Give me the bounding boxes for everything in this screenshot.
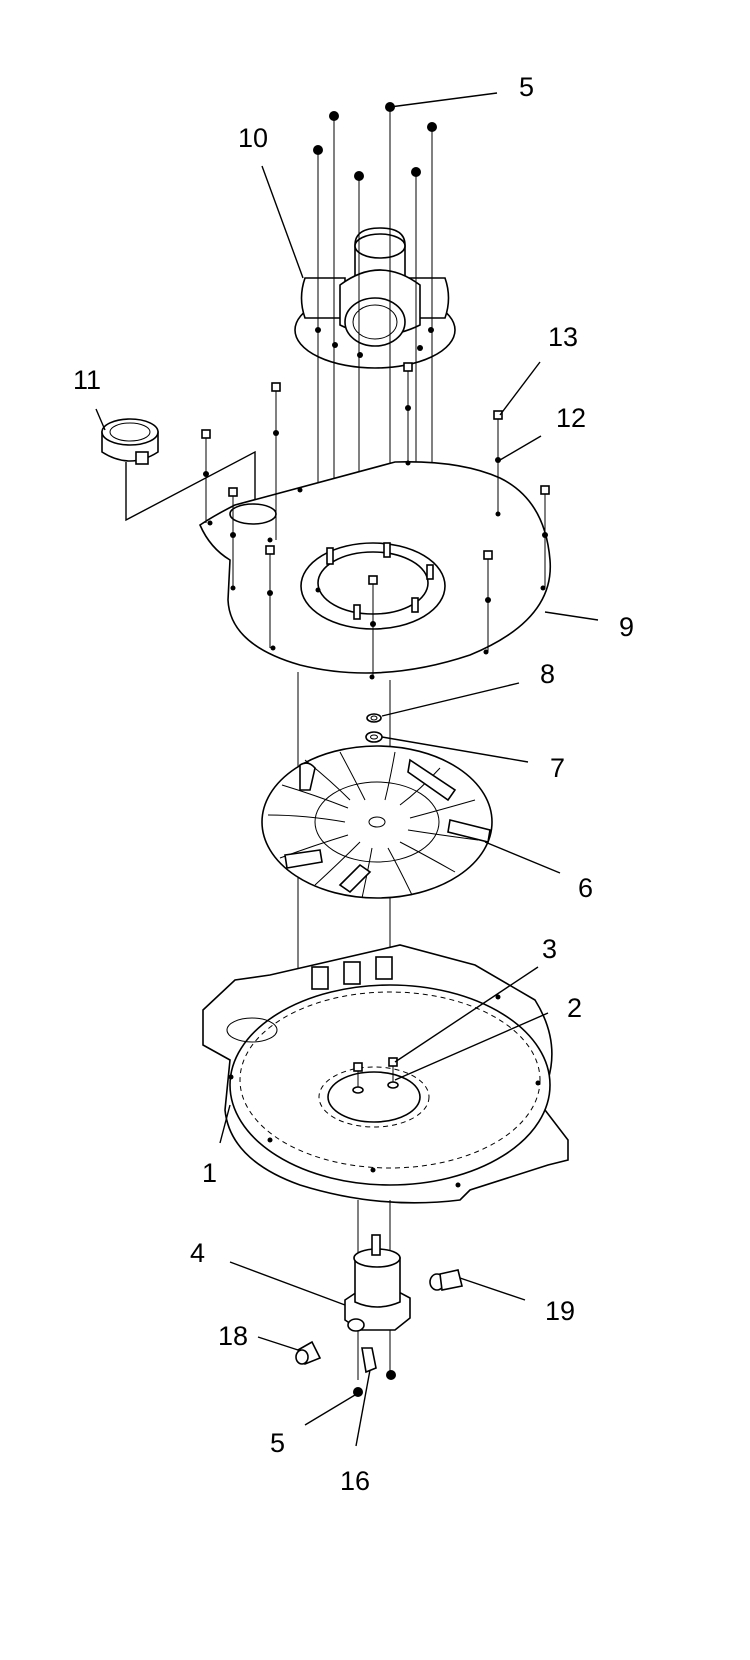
callout-16: 16 [340,1466,370,1496]
sight-glass-part-11 [101,418,256,522]
callout-6: 6 [578,873,593,903]
cover-screws-parts-12-13 [201,362,550,677]
hub-screws-parts-2-3 [352,1057,399,1094]
callout-8: 8 [540,659,555,689]
fitting-part-16 [361,1347,377,1374]
elbow-fitting-part-19 [429,1269,463,1291]
callout-7: 7 [550,753,565,783]
callout-1: 1 [202,1158,217,1188]
callout-18: 18 [218,1321,248,1351]
callout-13: 13 [548,322,578,352]
callout-4: 4 [190,1238,205,1268]
callout-19: 19 [545,1296,575,1326]
callout-11: 11 [73,365,101,395]
callout-2: 2 [567,993,582,1023]
motor-mount-part-4 [344,1234,411,1332]
callout-labels: 5 10 13 11 12 9 8 7 6 3 2 1 4 19 18 5 16 [73,72,634,1496]
bolt-part-5 [386,1370,396,1380]
bolt-part-5 [353,1387,363,1397]
blower-wheel-part-6 [261,745,493,899]
callout-5-bottom: 5 [270,1428,285,1458]
nut-washer-parts-7-8 [365,713,383,743]
callout-12: 12 [556,403,586,433]
burner-head-part-10 [294,227,456,369]
callout-3: 3 [542,934,557,964]
plug-fitting-part-18 [295,1340,322,1366]
callout-9: 9 [619,612,634,642]
callout-10: 10 [238,123,268,153]
callout-5-top: 5 [519,72,534,102]
leader-lines [95,92,599,1447]
